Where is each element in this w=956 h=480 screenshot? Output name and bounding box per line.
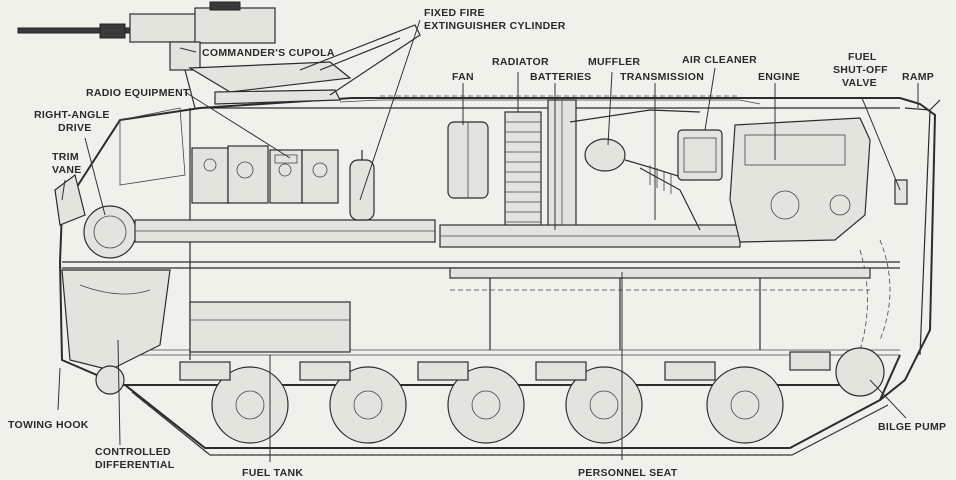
- label-ramp: RAMP: [902, 71, 934, 83]
- label-fuel-tank: FUEL TANK: [242, 467, 303, 479]
- label-trim-1: TRIM: [52, 151, 79, 163]
- label-radiator: RADIATOR: [492, 56, 549, 68]
- fan: [447, 121, 489, 199]
- label-bilge-pump: BILGE PUMP: [878, 421, 946, 433]
- label-fuel-shutoff-2: SHUT-OFF: [833, 64, 888, 76]
- label-fuel-shutoff-1: FUEL: [848, 51, 877, 63]
- engine: [729, 117, 871, 243]
- road-wheels: [211, 347, 885, 444]
- batteries: [547, 99, 577, 229]
- commanders-cupola: [187, 24, 421, 105]
- label-fan: FAN: [452, 71, 474, 83]
- label-fixed-fire-1: FIXED FIRE: [424, 7, 485, 19]
- label-engine: ENGINE: [758, 71, 800, 83]
- fuel-shutoff-valve: [894, 179, 908, 205]
- label-towing-hook: TOWING HOOK: [8, 419, 89, 431]
- label-muffler: MUFFLER: [588, 56, 640, 68]
- label-fixed-fire-2: EXTINGUISHER CYLINDER: [424, 20, 566, 32]
- label-commanders-cupola: COMMANDER'S CUPOLA: [202, 47, 335, 59]
- label-transmission: TRANSMISSION: [620, 71, 704, 83]
- radio-equipment: [191, 145, 339, 204]
- label-right-angle-1: RIGHT-ANGLE: [34, 109, 110, 121]
- label-batteries: BATTERIES: [530, 71, 591, 83]
- leader-lines: [57, 19, 919, 462]
- front-compartment: [54, 107, 436, 259]
- suspension-arms: [179, 351, 831, 381]
- fire-extinguisher-cylinder: [349, 150, 375, 221]
- label-controlled-1: CONTROLLED: [95, 446, 171, 458]
- muffler: [569, 109, 701, 181]
- machine-gun: [17, 1, 276, 109]
- air-cleaner: [677, 129, 723, 181]
- label-controlled-2: DIFFERENTIAL: [95, 459, 175, 471]
- label-personnel-seat: PERSONNEL SEAT: [578, 467, 678, 479]
- radiator: [504, 111, 542, 231]
- ramp: [859, 99, 941, 356]
- label-radio-equipment: RADIO EQUIPMENT: [86, 87, 190, 99]
- fuel-tank: [189, 301, 351, 353]
- label-right-angle-2: DRIVE: [58, 122, 92, 134]
- callout-labels: COMMANDER'S CUPOLA FIXED FIRE EXTINGUISH…: [8, 7, 946, 479]
- personnel-seat: [449, 267, 871, 350]
- drive-sprocket: [95, 365, 125, 395]
- controlled-differential: [61, 269, 171, 371]
- track: [124, 354, 901, 456]
- label-fuel-shutoff-3: VALVE: [842, 77, 877, 89]
- label-air-cleaner: AIR CLEANER: [682, 54, 757, 66]
- label-trim-2: VANE: [52, 164, 82, 176]
